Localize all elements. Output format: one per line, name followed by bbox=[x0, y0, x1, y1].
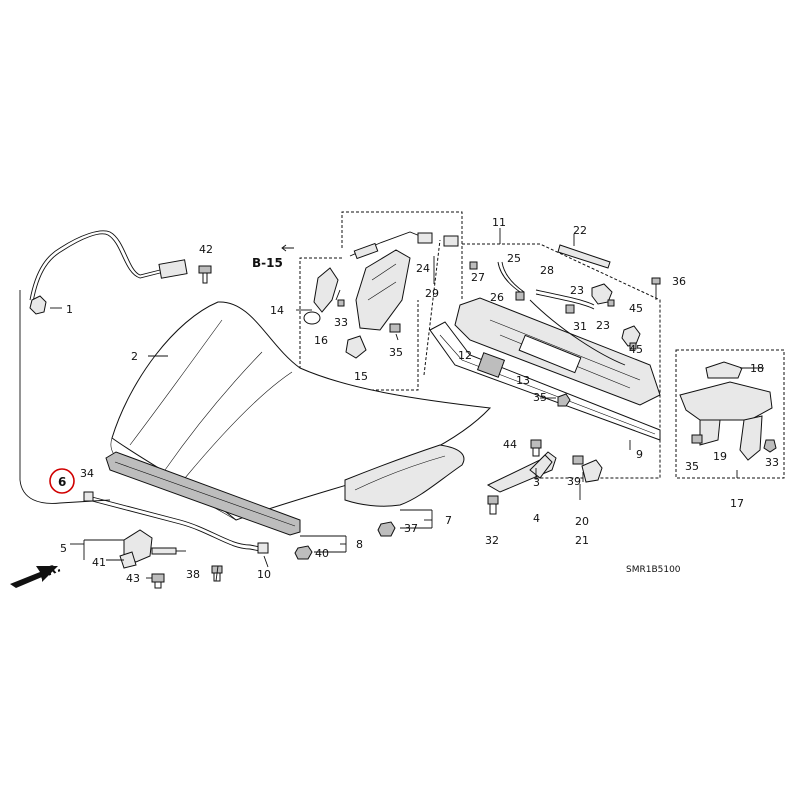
part-17-group bbox=[679, 361, 777, 461]
callout-18: 18 bbox=[750, 362, 764, 375]
callout-42: 42 bbox=[199, 243, 213, 256]
part-20-bumper bbox=[572, 455, 603, 483]
callout-24: 24 bbox=[416, 262, 430, 275]
front-direction-arrow bbox=[10, 566, 58, 588]
callout-41: 41 bbox=[92, 556, 106, 569]
part-22-garnish bbox=[557, 244, 611, 269]
callout-31: 31 bbox=[573, 320, 587, 333]
callout-1: 1 bbox=[66, 303, 73, 316]
callout-labels: 1 2 3 4 5 6 7 8 9 10 11 12 13 14 15 16 1… bbox=[37, 216, 779, 585]
callout-45a: 45 bbox=[629, 302, 643, 315]
callout-10: 10 bbox=[257, 568, 271, 581]
callout-43: 43 bbox=[126, 572, 140, 585]
callout-32: 32 bbox=[485, 534, 499, 547]
part-5-latch bbox=[119, 529, 186, 569]
part-1-clip bbox=[29, 295, 62, 315]
washer-hoses bbox=[469, 261, 661, 366]
callout-45b: 45 bbox=[629, 343, 643, 356]
callout-35b: 35 bbox=[533, 391, 547, 404]
callout-3: 3 bbox=[533, 476, 540, 489]
callout-16: 16 bbox=[314, 334, 328, 347]
callout-29: 29 bbox=[425, 287, 439, 300]
callout-44: 44 bbox=[503, 438, 517, 451]
hood-insulator bbox=[344, 444, 465, 507]
callout-28: 28 bbox=[540, 264, 554, 277]
callout-39: 39 bbox=[567, 475, 581, 488]
callout-35c: 35 bbox=[685, 460, 699, 473]
ref-arrow-b15 bbox=[281, 244, 294, 252]
callout-27: 27 bbox=[471, 271, 485, 284]
part-10-stay bbox=[91, 496, 269, 554]
hood-release-cable bbox=[19, 230, 188, 504]
inset-box-29 bbox=[299, 211, 463, 391]
callout-12: 12 bbox=[458, 349, 472, 362]
callout-33b: 33 bbox=[765, 456, 779, 469]
callout-40: 40 bbox=[315, 547, 329, 560]
callout-20: 20 bbox=[575, 515, 589, 528]
callout-33a: 33 bbox=[334, 316, 348, 329]
callout-22: 22 bbox=[573, 224, 587, 237]
callout-36: 36 bbox=[672, 275, 686, 288]
callout-13: 13 bbox=[516, 374, 530, 387]
highlight-circle bbox=[49, 468, 75, 494]
ref-label-b15: B-15 bbox=[252, 256, 283, 270]
inset-box-11 bbox=[423, 239, 661, 479]
direction-label: FR. bbox=[37, 560, 63, 581]
part-42-bolt bbox=[198, 265, 212, 284]
callout-35a: 35 bbox=[389, 346, 403, 359]
callout-14: 14 bbox=[270, 304, 284, 317]
hood-hinge bbox=[486, 439, 557, 515]
callout-5: 5 bbox=[60, 542, 67, 555]
callout-23b: 23 bbox=[596, 319, 610, 332]
callout-8: 8 bbox=[356, 538, 363, 551]
hood-support-parts bbox=[303, 231, 459, 359]
callout-37: 37 bbox=[404, 522, 418, 535]
part-34-nut bbox=[83, 491, 94, 502]
inset-box-17 bbox=[675, 349, 785, 479]
callout-9: 9 bbox=[636, 448, 643, 461]
callout-38: 38 bbox=[186, 568, 200, 581]
callout-26: 26 bbox=[490, 291, 504, 304]
callout-2: 2 bbox=[131, 350, 138, 363]
callout-15: 15 bbox=[354, 370, 368, 383]
cowl-cover bbox=[429, 297, 661, 441]
callout-17: 17 bbox=[730, 497, 744, 510]
callout-25: 25 bbox=[507, 252, 521, 265]
drawing-code: SMR1B5100 bbox=[626, 565, 681, 575]
part-43-bolt bbox=[151, 573, 165, 589]
callout-7: 7 bbox=[445, 514, 452, 527]
part-40-clip bbox=[294, 545, 313, 560]
leader-lines bbox=[70, 228, 764, 582]
callout-19: 19 bbox=[713, 450, 727, 463]
callout-21: 21 bbox=[575, 534, 589, 547]
part-35-clip bbox=[557, 393, 571, 407]
callout-34: 34 bbox=[80, 467, 94, 480]
callout-4: 4 bbox=[533, 512, 540, 525]
callout-23a: 23 bbox=[570, 284, 584, 297]
front-seal bbox=[105, 451, 301, 536]
callout-11: 11 bbox=[492, 216, 506, 229]
callout-6: 6 bbox=[58, 475, 66, 489]
part-37-clip bbox=[377, 521, 396, 537]
